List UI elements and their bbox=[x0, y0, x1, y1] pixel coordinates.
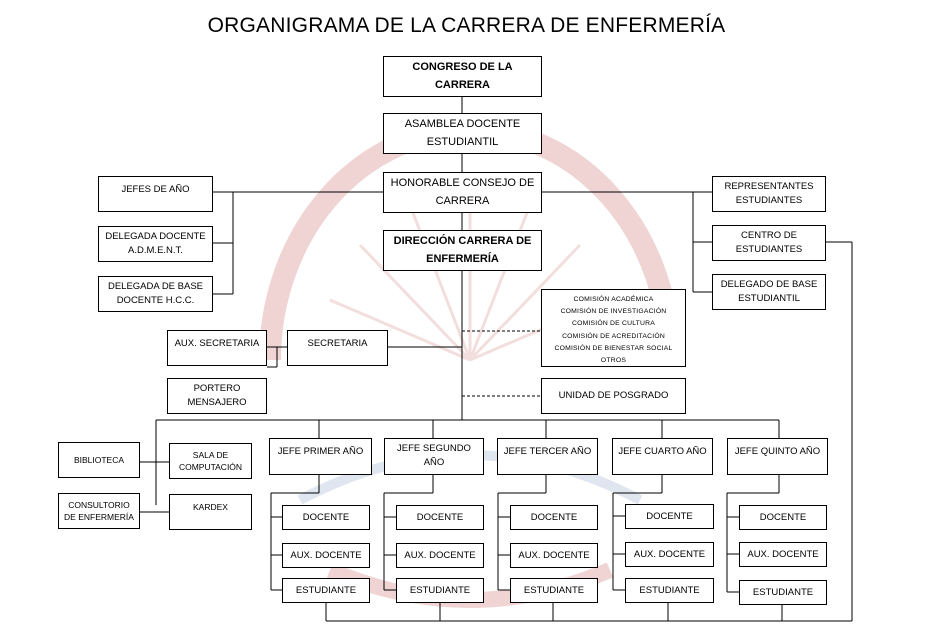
aux-docente-box: AUX. DOCENTE bbox=[396, 543, 484, 568]
estudiante-box: ESTUDIANTE bbox=[625, 578, 714, 603]
aux-docente-box: AUX. DOCENTE bbox=[739, 542, 827, 567]
asamblea-box: ASAMBLEA DOCENTE ESTUDIANTIL bbox=[383, 113, 542, 154]
estudiante-box: ESTUDIANTE bbox=[510, 578, 598, 603]
comisiones-box: COMISIÓN ACADÉMICA COMISIÓN DE INVESTIGA… bbox=[541, 289, 686, 367]
jefe-cuarto-anio-box: JEFE CUARTO AÑO bbox=[612, 438, 713, 475]
jefe-segundo-anio-box: JEFE SEGUNDO AÑO bbox=[384, 438, 484, 475]
jefe-primer-anio-box: JEFE PRIMER AÑO bbox=[269, 438, 372, 475]
aux-secretaria-box: AUX. SECRETARIA bbox=[167, 330, 267, 366]
comision-item: OTROS bbox=[600, 357, 627, 365]
honorable-consejo-box: HONORABLE CONSEJO DE CARRERA bbox=[383, 172, 542, 213]
direccion-box: DIRECCIÓN CARRERA DE ENFERMERÍA bbox=[383, 230, 542, 271]
docente-box: DOCENTE bbox=[396, 505, 484, 530]
chart-title: ORGANIGRAMA DE LA CARRERA DE ENFERMERÍA bbox=[207, 14, 726, 37]
delegada-base-box: DELEGADA DE BASE DOCENTE H.C.C. bbox=[98, 276, 213, 312]
consultorio-box: CONSULTORIO DE ENFERMERÍA bbox=[58, 493, 140, 529]
aux-docente-box: AUX. DOCENTE bbox=[625, 542, 714, 567]
secretaria-box: SECRETARIA bbox=[287, 330, 388, 366]
sala-computacion-box: SALA DE COMPUTACIÓN bbox=[169, 443, 252, 479]
representantes-box: REPRESENTANTES ESTUDIANTES bbox=[712, 176, 826, 212]
kardex-box: KARDEX bbox=[169, 494, 252, 530]
comision-item: COMISIÓN DE BIENESTAR SOCIAL bbox=[554, 344, 673, 352]
comision-item: COMISIÓN DE INVESTIGACIÓN bbox=[560, 308, 667, 316]
jefes-anio-box: JEFES DE AÑO bbox=[98, 176, 213, 212]
delegada-docente-box: DELEGADA DOCENTE A.D.M.E.N.T. bbox=[98, 226, 213, 262]
docente-box: DOCENTE bbox=[739, 505, 827, 530]
estudiante-box: ESTUDIANTE bbox=[396, 578, 484, 603]
jefe-quinto-anio-box: JEFE QUINTO AÑO bbox=[727, 438, 828, 475]
congreso-box: CONGRESO DE LA CARRERA bbox=[383, 56, 542, 97]
biblioteca-box: BIBLIOTECA bbox=[58, 442, 140, 478]
portero-box: PORTERO MENSAJERO bbox=[167, 378, 267, 414]
comision-item: COMISIÓN DE ACREDITACIÓN bbox=[562, 332, 665, 340]
delegado-base-box: DELEGADO DE BASE ESTUDIANTIL bbox=[712, 274, 826, 310]
aux-docente-box: AUX. DOCENTE bbox=[510, 543, 598, 568]
jefe-tercer-anio-box: JEFE TERCER AÑO bbox=[497, 438, 598, 475]
docente-box: DOCENTE bbox=[510, 505, 598, 530]
estudiante-box: ESTUDIANTE bbox=[282, 578, 370, 603]
posgrado-box: UNIDAD DE POSGRADO bbox=[541, 378, 686, 414]
docente-box: DOCENTE bbox=[282, 505, 370, 530]
estudiante-box: ESTUDIANTE bbox=[739, 580, 827, 605]
comision-item: COMISIÓN ACADÉMICA bbox=[573, 296, 654, 303]
comision-item: COMISIÓN DE CULTURA bbox=[572, 320, 655, 328]
docente-box: DOCENTE bbox=[625, 504, 714, 529]
centro-estudiantes-box: CENTRO DE ESTUDIANTES bbox=[712, 225, 826, 261]
aux-docente-box: AUX. DOCENTE bbox=[282, 543, 370, 568]
